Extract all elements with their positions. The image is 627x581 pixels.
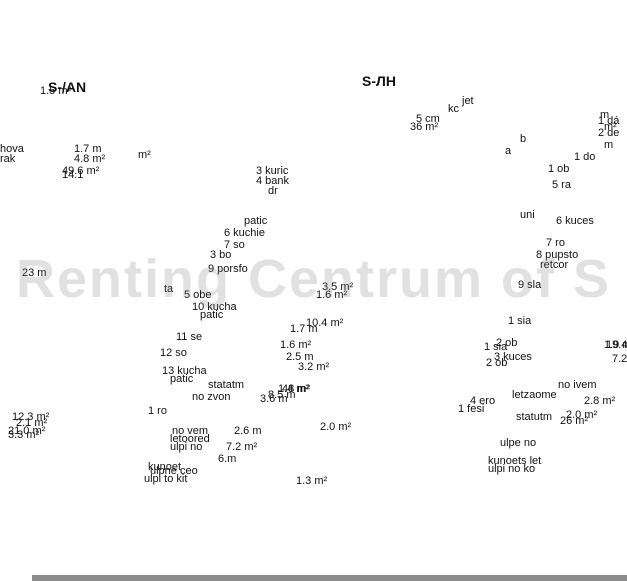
room-label: 5 cm xyxy=(416,113,440,125)
room-label: 1.6 m² xyxy=(316,289,348,301)
room-label: 5 obe xyxy=(184,289,212,301)
plan-title-left: S-/AN xyxy=(48,79,86,95)
room-label: 10.4 m² xyxy=(306,317,344,329)
room-label: 3 kuces xyxy=(494,351,532,363)
room-label: 1.4 m² xyxy=(278,383,310,395)
room-label: 3 kuric xyxy=(256,165,289,177)
room-label: 1 ob xyxy=(548,163,569,175)
room-label: 49.6 m² xyxy=(62,165,100,177)
room-label: 3.5 m² xyxy=(322,281,354,293)
room-label: 21.0 m² xyxy=(8,425,46,437)
room-label: a xyxy=(505,145,512,157)
room-label: 9 porsfo xyxy=(208,263,248,275)
room-label: 4 ero xyxy=(470,395,495,407)
room-label: 13 kucha xyxy=(162,365,208,377)
room-label: patic xyxy=(200,309,224,321)
room-label: 6 kuces xyxy=(556,215,594,227)
room-label: 3.6 m xyxy=(260,393,288,405)
room-label: 2.8 m² xyxy=(584,395,616,407)
room-label: 9 sla xyxy=(518,279,542,291)
room-label: 2 de xyxy=(598,127,619,139)
room-label: 3 bo xyxy=(210,249,231,261)
room-label: 2.6 m xyxy=(234,425,262,437)
bottom-scrollbar[interactable] xyxy=(32,575,627,581)
room-label: 8.5 m xyxy=(268,389,296,401)
room-label: 48 m² xyxy=(282,383,310,395)
room-label: 2 ob xyxy=(496,337,517,349)
room-label: 1.6 m² xyxy=(280,339,312,351)
room-label: 2.0 m² xyxy=(320,421,352,433)
room-label: 1.7 m xyxy=(74,143,102,155)
room-label: 1.5 m² xyxy=(40,85,72,97)
room-label: kc xyxy=(448,103,460,115)
plan-title-right: S-ЛН xyxy=(362,73,396,89)
room-label: 6 kuchie xyxy=(224,227,265,239)
room-label: uni xyxy=(520,209,535,221)
room-label: letzaome xyxy=(512,389,557,401)
room-label: no vem xyxy=(172,425,208,437)
room-label: 8 pupsto xyxy=(536,249,578,261)
room-label: m xyxy=(600,109,609,121)
room-label: 2.1 m² xyxy=(16,417,48,429)
room-label: 3.3 m² xyxy=(8,429,40,441)
room-label: patic xyxy=(170,373,194,385)
room-label: 7 ro xyxy=(546,237,565,249)
room-label: 4 bank xyxy=(256,175,290,187)
room-label: letoored xyxy=(170,433,210,445)
room-label: 26 m² xyxy=(560,415,588,427)
room-label: 1 fesi xyxy=(458,403,484,415)
room-label: 3.2 m² xyxy=(298,361,330,373)
room-label: kunoet xyxy=(148,461,181,473)
room-label: 6.m xyxy=(218,453,236,465)
room-label: b xyxy=(520,133,526,145)
room-label: 2.5 m xyxy=(286,351,314,363)
room-label: 10 kucha xyxy=(192,301,238,313)
room-label: retcor xyxy=(540,259,568,271)
room-label: 12.3 m² xyxy=(12,411,50,423)
room-label: dr xyxy=(268,185,278,197)
room-label: 4.8 m² xyxy=(74,153,106,165)
room-label: 5 ra xyxy=(552,179,572,191)
room-label: 7.2 m² xyxy=(612,353,627,365)
room-label: no ivem xyxy=(558,379,597,391)
room-label: statutm xyxy=(516,411,552,423)
room-label: patic xyxy=(244,215,268,227)
room-label: hova xyxy=(0,143,25,155)
room-label: 1 dá xyxy=(598,115,620,127)
room-label: ulpne ceo xyxy=(150,465,198,477)
room-label: ulpe no xyxy=(500,437,536,449)
room-label: m xyxy=(604,139,613,151)
room-label: m² xyxy=(138,149,151,161)
room-label: 1 sia xyxy=(484,341,508,353)
room-label: ulpi no ko xyxy=(488,463,535,475)
room-label: 11 se xyxy=(176,331,202,343)
room-label: 7.2 m² xyxy=(226,441,258,453)
room-label: 1.9 m² xyxy=(604,339,627,351)
room-label: ta xyxy=(164,283,174,295)
room-label: ulpi no xyxy=(170,441,202,453)
room-label: rak xyxy=(0,153,16,165)
room-label: 1 ro xyxy=(148,405,167,417)
room-label: m² xyxy=(604,121,617,133)
room-label: 1.7 m xyxy=(290,323,318,335)
room-label: 36 m² xyxy=(410,121,438,133)
room-label: 1 sia xyxy=(508,315,532,327)
room-label: 19.4 xyxy=(606,339,627,351)
room-label: 23 m xyxy=(22,267,46,279)
room-label: kunoets let xyxy=(488,455,541,467)
room-label: 1.3 m² xyxy=(296,475,328,487)
room-label: 1 do xyxy=(574,151,595,163)
room-label: statatm xyxy=(208,379,244,391)
room-label: 2.0 m² xyxy=(566,409,598,421)
room-label: 7 so xyxy=(224,239,245,251)
room-label: no zvon xyxy=(192,391,231,403)
room-label: 12 so xyxy=(160,347,187,359)
room-label: jet xyxy=(461,95,474,107)
room-label: 14.1 xyxy=(62,169,83,181)
room-label: ulpi to kit xyxy=(144,473,187,485)
room-label: 2 ob xyxy=(486,357,507,369)
